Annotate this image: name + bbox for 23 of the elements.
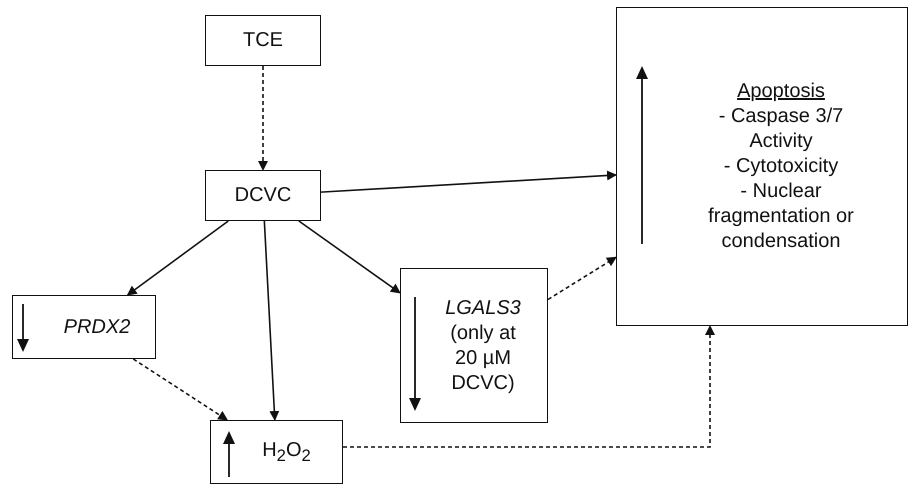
process-box xyxy=(205,15,321,66)
arrow xyxy=(548,256,617,300)
process-box xyxy=(12,295,156,359)
arrow xyxy=(258,66,268,171)
arrow xyxy=(132,358,228,421)
process-box xyxy=(616,7,908,326)
node-label: DCVC xyxy=(234,183,292,208)
heading: Apoptosis xyxy=(737,79,825,104)
node-label: H$_{2}$O$_{2}$ xyxy=(262,438,311,466)
arrow xyxy=(343,325,715,448)
node-label: LGALS3 (only at 20 µM DCVC) xyxy=(444,296,522,396)
node-label: TCE xyxy=(243,28,283,53)
process-box xyxy=(400,268,548,423)
arrow xyxy=(298,220,401,294)
list-item: - Cytotoxicity xyxy=(724,154,838,179)
list-item: - Caspase 3/7 Activity xyxy=(718,104,844,154)
process-box xyxy=(210,420,343,484)
node-label: PRDX2 xyxy=(64,314,130,340)
arrow xyxy=(126,220,229,296)
arrow xyxy=(264,220,280,421)
arrow xyxy=(320,170,617,193)
list-item: - Nuclear fragmentation or condensation xyxy=(707,179,855,254)
process-box xyxy=(205,170,321,221)
